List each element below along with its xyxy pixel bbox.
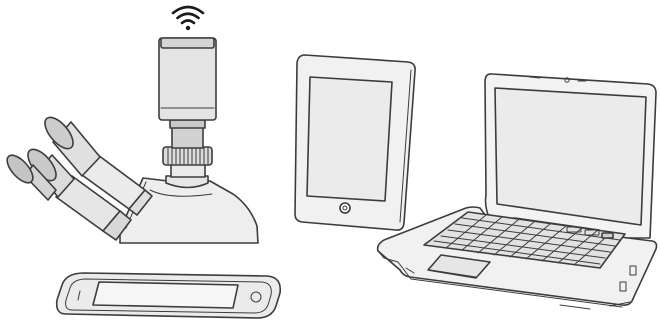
- microscope: [6, 37, 259, 244]
- smartphone-screen: [92, 281, 239, 309]
- tablet-screen: [306, 76, 393, 202]
- tablet-home-button: [339, 202, 351, 214]
- eyepiece-back: [6, 154, 57, 201]
- tablet: [294, 54, 416, 231]
- keyboard-keys: [433, 214, 621, 266]
- laptop-ports: [384, 257, 637, 310]
- laptop-function-buttons: [566, 226, 614, 239]
- smartphone: [55, 272, 282, 319]
- laptop: [376, 73, 658, 310]
- wifi-icon: [171, 5, 205, 31]
- smartphone-home-button: [250, 291, 262, 303]
- eyepiece-left: [27, 148, 132, 241]
- eyepiece-right: [44, 116, 153, 216]
- wifi-camera: [158, 37, 217, 121]
- trinocular-port: [162, 119, 213, 189]
- laptop-screen: [494, 87, 647, 226]
